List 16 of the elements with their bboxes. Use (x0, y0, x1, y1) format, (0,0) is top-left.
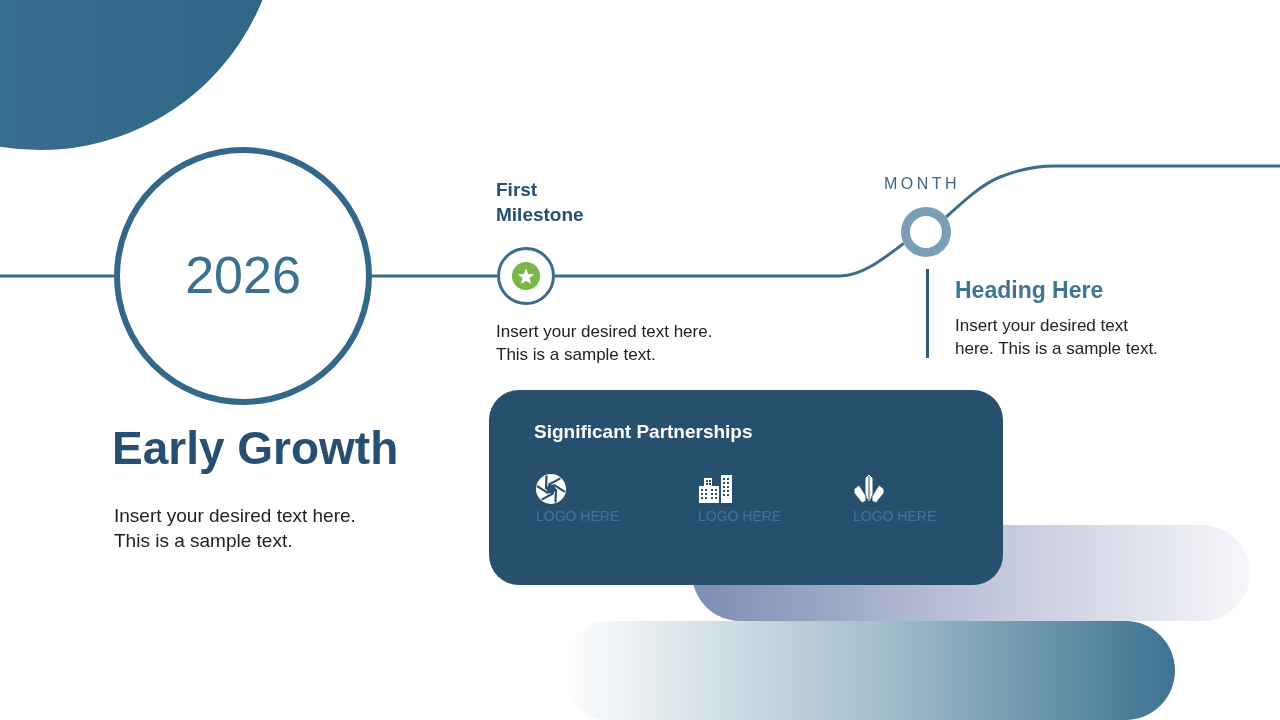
partnership-panel (489, 390, 1003, 585)
milestone-circle (497, 247, 555, 305)
section-title: Early Growth (112, 422, 399, 475)
ring-marker (901, 207, 951, 257)
body-text: Insert your desired text here. This is a sample text. (114, 504, 357, 553)
section-heading: Heading Here (955, 277, 1104, 304)
month-label: MONTH (884, 174, 961, 194)
timeline-line (372, 274, 497, 278)
timeline-line (945, 164, 1280, 219)
body-text: Insert your desired text here. This is a sample text. (496, 321, 714, 366)
panel-heading: Significant Partnerships (534, 421, 753, 443)
year-label: 2026 (185, 246, 301, 306)
timeline-line (0, 274, 114, 278)
body-text: Insert your desired text here. This is a sample text. (955, 315, 1159, 360)
timeline-line (555, 242, 905, 278)
milestone-heading: First Milestone (496, 178, 585, 227)
